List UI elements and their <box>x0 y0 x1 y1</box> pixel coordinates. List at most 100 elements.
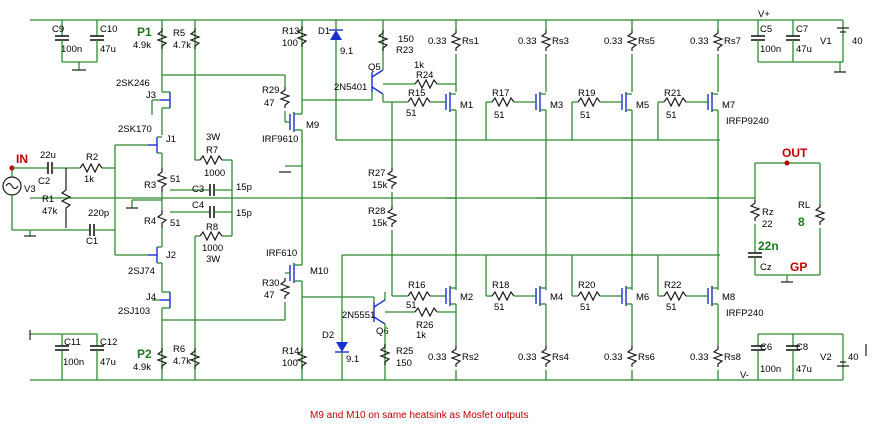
r28-value: 15k <box>372 218 388 229</box>
mosfet-m4 <box>535 286 546 306</box>
c8-value: 47u <box>796 364 812 375</box>
gp-label: GP <box>790 260 807 274</box>
r8-label: R8 <box>206 222 218 233</box>
c12-value: 47u <box>100 357 116 368</box>
resistor-rs7 <box>712 30 724 51</box>
r24-value: 1k <box>414 60 424 71</box>
resistor-r2 <box>79 162 103 174</box>
p2-value: 4.9k <box>133 362 151 373</box>
rs2-value: 0.33 <box>428 352 447 363</box>
j2-label: J2 <box>166 250 176 261</box>
j4-label: J4 <box>146 292 156 303</box>
resistor-r5 <box>189 28 201 49</box>
c3-label: C3 <box>192 184 204 195</box>
resistor-r26 <box>414 306 438 318</box>
rs4-label: Rs4 <box>552 352 569 363</box>
r23-value: 150 <box>398 34 414 45</box>
resistor-r3 <box>156 168 168 192</box>
resistor-rs1 <box>450 30 462 51</box>
m7-label: M7 <box>722 100 735 111</box>
m10-label: M10 <box>310 266 328 277</box>
j3-type: 2SK246 <box>116 78 150 89</box>
d1-value: 9.1 <box>340 46 353 57</box>
r16-value: 51 <box>406 300 417 311</box>
resistor-rs3 <box>540 30 552 51</box>
capacitor-c9 <box>55 20 69 62</box>
mosfet-m3 <box>535 92 546 112</box>
c9-label: C9 <box>52 24 64 35</box>
resistor-r1 <box>60 168 72 228</box>
capacitor-cz <box>748 252 762 258</box>
heatsink-note: M9 and M10 on same heatsink as Mosfet ou… <box>310 410 528 421</box>
rl-value: 8 <box>798 215 805 229</box>
rs7-value: 0.33 <box>690 36 709 47</box>
positive-rail <box>30 19 843 76</box>
rz-value: 22 <box>762 219 773 230</box>
rs1-value: 0.33 <box>428 36 447 47</box>
r17-value: 51 <box>494 110 505 121</box>
r24-label: R24 <box>416 70 433 81</box>
r21-value: 51 <box>666 110 677 121</box>
resistor-r18 <box>491 290 515 302</box>
d2-label: D2 <box>322 330 334 341</box>
out-label: OUT <box>782 146 808 160</box>
resistor-rl <box>814 204 826 225</box>
r8-power: 3W <box>206 254 220 265</box>
r15-value: 51 <box>406 108 417 119</box>
rs3-label: Rs3 <box>552 36 569 47</box>
resistor-rs4 <box>540 346 552 367</box>
capacitor-c11 <box>55 334 69 380</box>
c10-label: C10 <box>100 24 117 35</box>
jfet-j1 <box>148 136 162 154</box>
r2-value: 1k <box>84 174 94 185</box>
pot-p2 <box>156 348 168 369</box>
j1-type: 2SK170 <box>118 124 152 135</box>
r7-label: R7 <box>206 145 218 156</box>
q6-label: Q6 <box>376 326 389 337</box>
m8-label: M8 <box>722 292 735 303</box>
r19-value: 51 <box>580 110 591 121</box>
resistor-rz <box>749 200 761 221</box>
q6-type: 2N5551 <box>342 310 375 321</box>
resistor-r16 <box>407 290 431 302</box>
r23-label: R23 <box>396 45 413 56</box>
r20-value: 51 <box>580 302 591 313</box>
c11-value: 100n <box>63 357 84 368</box>
r27-value: 15k <box>372 180 388 191</box>
rs5-value: 0.33 <box>604 36 623 47</box>
resistor-r15 <box>407 96 431 108</box>
q5-label: Q5 <box>368 62 381 73</box>
r3-label: R3 <box>144 180 156 191</box>
cz-value: 22n <box>758 239 779 253</box>
r13-value: 100 <box>282 38 298 49</box>
mosfet-m5 <box>621 92 632 112</box>
capacitor-c5 <box>751 20 765 62</box>
r1-label: R1 <box>42 194 54 205</box>
m8-type: IRFP240 <box>726 308 764 319</box>
j2-type: 2SJ74 <box>128 266 155 277</box>
capacitor-c2 <box>47 162 53 174</box>
c11-label: C11 <box>64 337 81 348</box>
capacitor-c1 <box>89 224 95 236</box>
p2-label: P2 <box>137 347 152 361</box>
resistor-r7 <box>199 154 223 166</box>
bjt-q5 <box>371 69 384 95</box>
m2-label: M2 <box>460 292 473 303</box>
c7-value: 47u <box>796 44 812 55</box>
r30-label: R30 <box>262 278 279 289</box>
r16-label: R16 <box>408 280 425 291</box>
v1-label: V1 <box>820 36 832 47</box>
rs5-label: Rs5 <box>638 36 655 47</box>
c7-label: C7 <box>796 24 808 35</box>
v1-value: 40 <box>852 36 863 47</box>
c4-value: 15p <box>236 208 252 219</box>
r5-value: 4.7k <box>173 40 191 51</box>
resistor-r30 <box>279 278 291 299</box>
rs3-value: 0.33 <box>518 36 537 47</box>
r21-label: R21 <box>664 88 681 99</box>
resistor-r13 <box>296 26 308 47</box>
m1-label: M1 <box>460 100 473 111</box>
resistor-rs8 <box>712 346 724 367</box>
r6-value: 4.7k <box>173 356 191 367</box>
